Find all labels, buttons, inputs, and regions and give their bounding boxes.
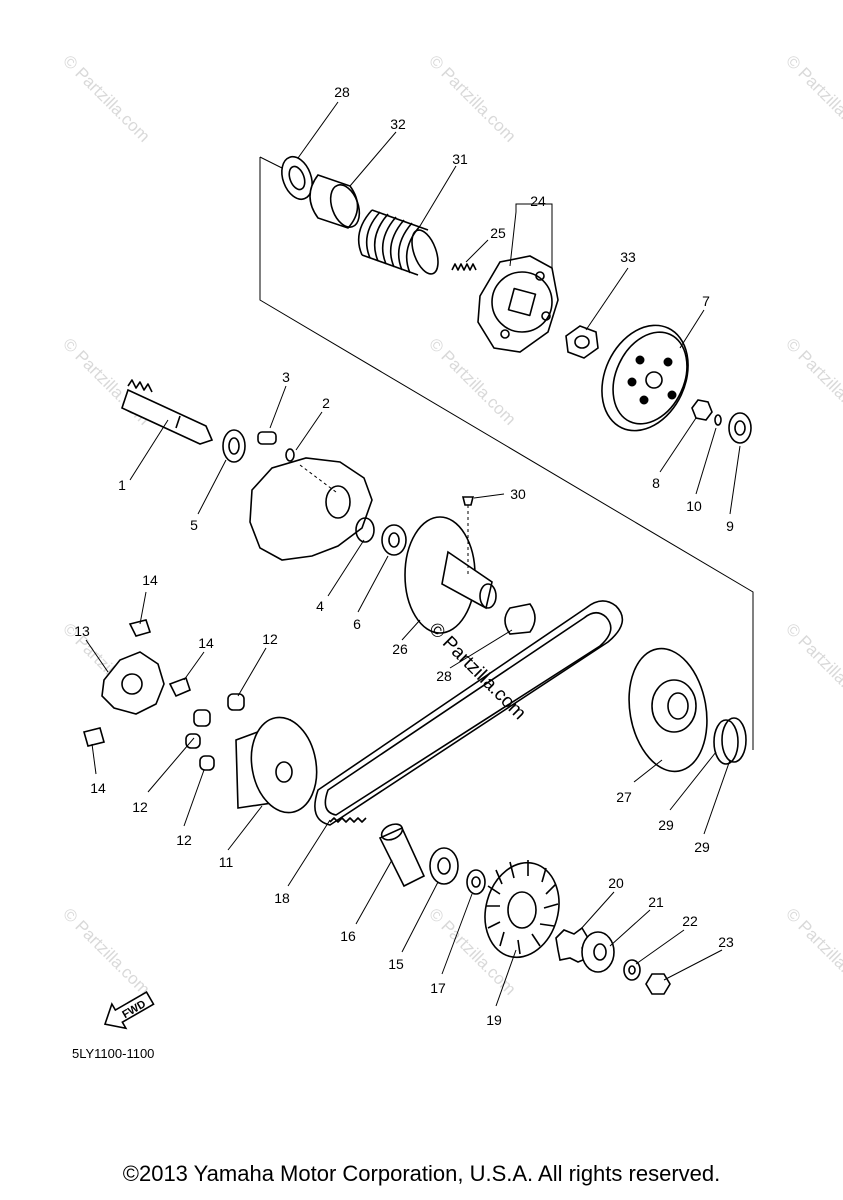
watermark: © Partzilla.com [59, 904, 153, 998]
callout-28-lower: 28 [436, 668, 452, 684]
part-30-guide-pin [461, 496, 475, 506]
part-18-v-belt [314, 600, 624, 826]
callout-5: 5 [190, 517, 198, 533]
part-12-weight-rollers [185, 693, 245, 771]
callout-labels: 28 32 31 24 25 33 7 3 2 1 5 8 10 9 30 4 … [74, 84, 734, 1028]
watermark: © Partzilla.com [782, 334, 843, 428]
part-25-small-spring [451, 263, 477, 271]
part-14-slider [83, 619, 191, 747]
part-28-oil-seal [281, 155, 313, 201]
callout-20: 20 [608, 875, 624, 891]
assembly-frame [259, 157, 754, 750]
part-29-o-rings [713, 717, 747, 765]
part-28-oil-seal-lower [504, 603, 536, 635]
part-24-clutch-carrier [477, 255, 559, 353]
callout-1: 1 [118, 477, 126, 493]
callout-16: 16 [340, 928, 356, 944]
callout-32: 32 [390, 116, 406, 132]
assembly-frame-top [259, 156, 283, 169]
part-2-washer [285, 448, 295, 462]
callout-8: 8 [652, 475, 660, 491]
callout-28: 28 [334, 84, 350, 100]
callout-10: 10 [686, 498, 702, 514]
part-3-dowel-pin [257, 431, 277, 445]
callout-14: 14 [142, 572, 158, 588]
watermark: © Partzilla.com [782, 51, 843, 145]
part-22-washer [623, 959, 641, 981]
part-26-secondary-sheave [404, 505, 497, 634]
callout-12-bottom: 12 [176, 832, 192, 848]
part-5-bearing [222, 429, 246, 463]
part-1-primary-shaft [121, 379, 214, 445]
callout-29-right: 29 [694, 839, 710, 855]
callout-25: 25 [490, 225, 506, 241]
callout-3: 3 [282, 369, 290, 385]
callout-13: 13 [74, 623, 90, 639]
part-32-collar [309, 174, 361, 229]
callout-27: 27 [616, 789, 632, 805]
callout-6: 6 [353, 616, 361, 632]
part-6-washer [381, 524, 407, 556]
callout-21: 21 [648, 894, 664, 910]
callout-9: 9 [726, 518, 734, 534]
watermark: © Partzilla.com [782, 619, 843, 713]
callout-29: 29 [658, 817, 674, 833]
part-7-clutch-housing [601, 324, 689, 432]
callout-18: 18 [274, 890, 290, 906]
callout-2: 2 [322, 395, 330, 411]
callout-31: 31 [452, 151, 468, 167]
diagram-code: 5LY1100-1100 [72, 1046, 154, 1061]
part-16-collar [378, 823, 426, 888]
part-17-washer [466, 869, 486, 895]
part-23-nut [645, 973, 671, 995]
callout-33: 33 [620, 249, 636, 265]
callout-24: 24 [530, 193, 546, 209]
callout-17: 17 [430, 980, 446, 996]
fwd-arrow-icon: FWD [103, 990, 155, 1030]
watermark: © Partzilla.com [425, 51, 519, 145]
part-10-o-ring [714, 414, 722, 426]
callout-22: 22 [682, 913, 698, 929]
part-19-primary-fixed-sheave [484, 860, 560, 959]
callout-30: 30 [510, 486, 526, 502]
watermark: © Partzilla.com [59, 51, 153, 145]
callout-23: 23 [718, 934, 734, 950]
leader-lines [85, 101, 741, 1007]
watermark: © Partzilla.com [782, 904, 843, 998]
part-4-circlip [355, 517, 375, 543]
part-27-secondary-fixed-sheave [628, 647, 708, 773]
callout-15: 15 [388, 956, 404, 972]
callout-14-bottom: 14 [90, 780, 106, 796]
callout-11: 11 [219, 854, 234, 870]
fwd-label: FWD [120, 998, 148, 1021]
part-8-nut [691, 399, 713, 421]
callout-26: 26 [392, 641, 408, 657]
callout-7: 7 [702, 293, 710, 309]
part-33-nut [565, 325, 599, 359]
callout-4: 4 [316, 598, 324, 614]
part-9-bearing [728, 412, 752, 444]
copyright-notice: ©2013 Yamaha Motor Corporation, U.S.A. A… [122, 1161, 721, 1186]
part-11-primary-sliding-sheave [235, 716, 318, 814]
callout-12-left: 12 [132, 799, 148, 815]
part-21-one-way-clutch [581, 931, 615, 973]
callout-12-top: 12 [262, 631, 278, 647]
callout-14-right: 14 [198, 635, 214, 651]
callout-19: 19 [486, 1012, 502, 1028]
part-31-clutch-spring [357, 209, 439, 276]
housing-cover [249, 457, 373, 561]
part-15-bearing [429, 847, 459, 885]
part-13-cam-plate [101, 651, 165, 715]
